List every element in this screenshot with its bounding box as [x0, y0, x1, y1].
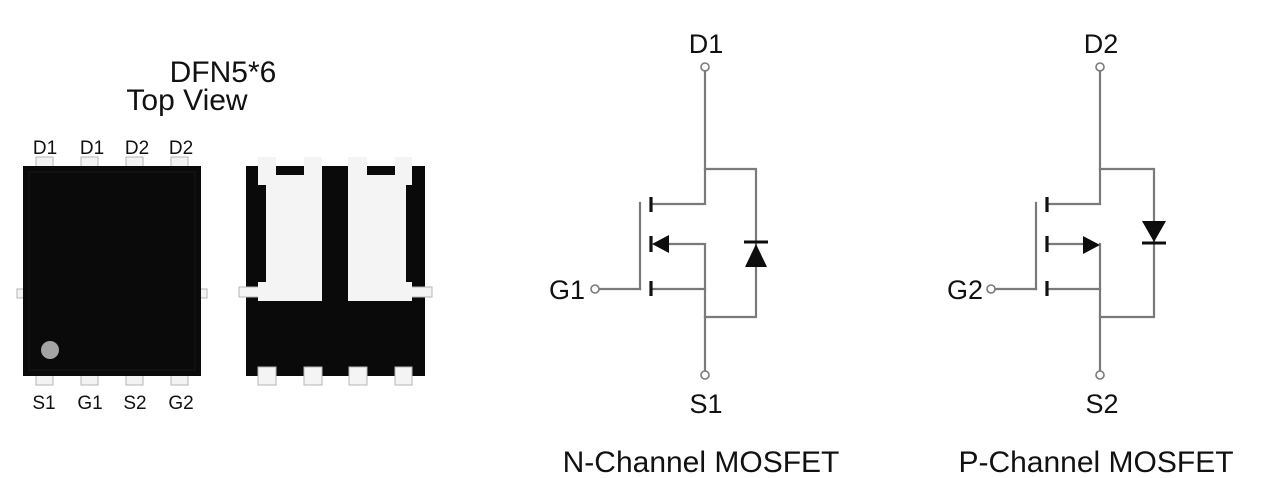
- side-tab: [410, 286, 433, 298]
- p-channel-arrow-icon: [1083, 236, 1100, 254]
- pin-tab: [125, 374, 144, 386]
- bottom-pin-label: G2: [168, 393, 193, 414]
- package-top-view: D1 D1 D2 D2 S1 G1 S2 G2: [16, 138, 208, 414]
- source-terminal: [700, 370, 710, 380]
- top-pin-label: D1: [33, 138, 57, 159]
- pin-tab: [257, 366, 277, 386]
- drain-wire: [1045, 69, 1102, 206]
- n-channel-mosfet-symbol: D1 G1 S1 N-Channel MOSFET: [549, 29, 839, 478]
- p-channel-mosfet-symbol: D2 G2 S2 P-Channel MOSFET: [947, 29, 1234, 478]
- drain-terminal: [700, 62, 710, 72]
- pin-tab: [394, 366, 413, 386]
- pin-tab: [80, 374, 99, 386]
- package-view-label: Top View: [126, 84, 248, 117]
- body-diode-icon: [1142, 221, 1166, 242]
- gate-terminal: [590, 284, 600, 294]
- package-bottom-view: [238, 157, 433, 386]
- mosfet-caption: P-Channel MOSFET: [958, 446, 1233, 478]
- side-tab: [199, 288, 208, 299]
- drain-wire: [649, 69, 707, 206]
- drain-terminal: [1095, 62, 1105, 72]
- gate-label: G2: [947, 275, 983, 305]
- top-pin-label: D2: [125, 138, 149, 159]
- side-tab: [16, 288, 25, 299]
- pin-tab: [170, 374, 189, 386]
- package-body: [23, 166, 201, 376]
- package-name: DFN5*6: [170, 56, 277, 89]
- source-wire: [664, 242, 707, 373]
- pin-tab: [80, 156, 99, 168]
- gate-label: G1: [549, 275, 585, 305]
- bottom-pin-label: G1: [77, 393, 102, 414]
- source-label: S1: [689, 389, 722, 419]
- pin-tab: [125, 156, 144, 168]
- bottom-pin-label: S2: [123, 393, 146, 414]
- pin-tab: [35, 156, 54, 168]
- top-pin-label: D1: [80, 138, 104, 159]
- package-body-bevel: [28, 171, 196, 371]
- pin1-marker-dot: [41, 341, 59, 359]
- source-terminal: [1095, 370, 1105, 380]
- n-channel-arrow-icon: [652, 235, 669, 253]
- pin-tab: [348, 366, 368, 386]
- pin-tab: [35, 374, 54, 386]
- source-label: S2: [1085, 389, 1118, 419]
- body-diode-icon: [745, 244, 767, 267]
- top-pin-label: D2: [169, 138, 193, 159]
- drain-pad-1: [258, 157, 322, 301]
- mosfet-caption: N-Channel MOSFET: [563, 446, 840, 478]
- gate-terminal: [986, 284, 996, 294]
- drain-pad-2: [348, 157, 412, 301]
- drain-label: D1: [689, 29, 724, 59]
- drain-label: D2: [1084, 29, 1119, 59]
- side-tab: [238, 286, 260, 298]
- pin-tab: [303, 366, 323, 386]
- bottom-pin-label: S1: [32, 393, 55, 414]
- pin-tab: [170, 156, 189, 168]
